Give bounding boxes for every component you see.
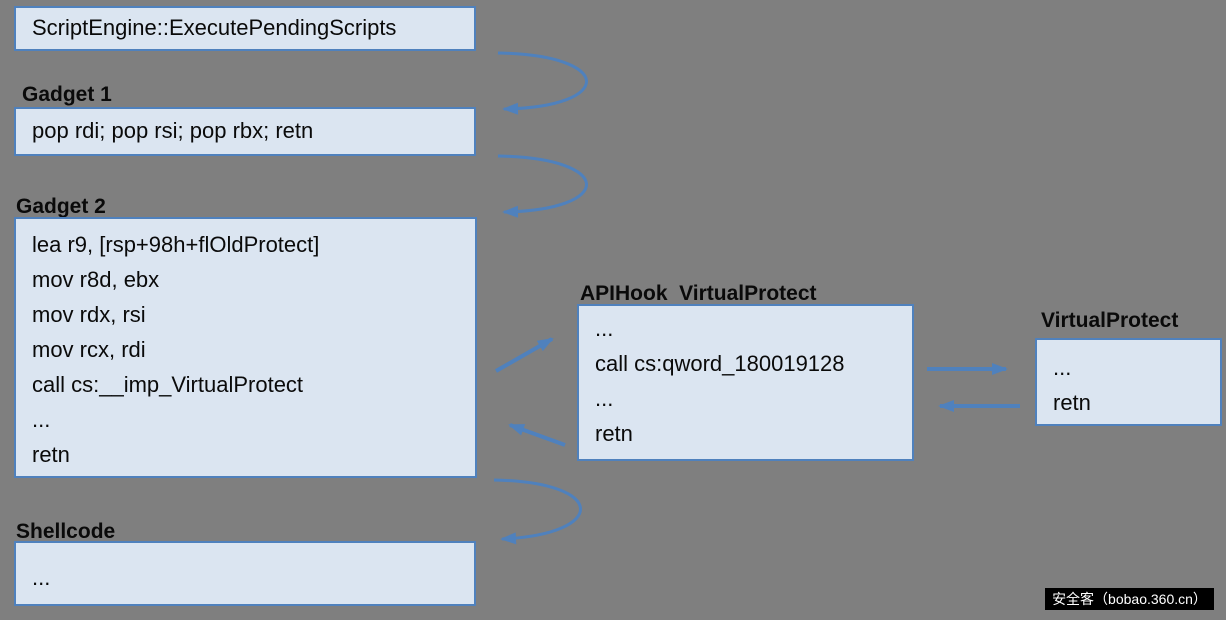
apihook-virtualprotect-box: ... call cs:qword_180019128 ... retn xyxy=(577,304,914,461)
scriptengine-box: ScriptEngine::ExecutePendingScripts xyxy=(14,6,476,51)
arrow-gadget1-to-gadget2-icon xyxy=(497,154,588,218)
apihook-virtualprotect-label: APIHook VirtualProtect xyxy=(580,282,817,305)
watermark-badge: 安全客（bobao.360.cn） xyxy=(1045,588,1214,610)
shellcode-box: ... xyxy=(14,541,476,606)
gadget1-box: pop rdi; pop rsi; pop rbx; retn xyxy=(14,107,476,156)
arrow-gadget2-to-shellcode-icon xyxy=(493,478,582,545)
arrow-scriptengine-to-gadget1-icon xyxy=(497,51,588,115)
gadget2-box: lea r9, [rsp+98h+flOldProtect] mov r8d, … xyxy=(14,217,477,478)
virtualprotect-box: ... retn xyxy=(1035,338,1222,426)
shellcode-label: Shellcode xyxy=(16,520,116,543)
arrow-apihook-to-gadget2-icon xyxy=(508,423,566,447)
gadget1-label: Gadget 1 xyxy=(22,83,112,106)
arrow-gadget2-to-apihook-icon xyxy=(495,337,554,373)
gadget2-label: Gadget 2 xyxy=(16,195,106,218)
virtualprotect-label: VirtualProtect xyxy=(1041,309,1179,332)
